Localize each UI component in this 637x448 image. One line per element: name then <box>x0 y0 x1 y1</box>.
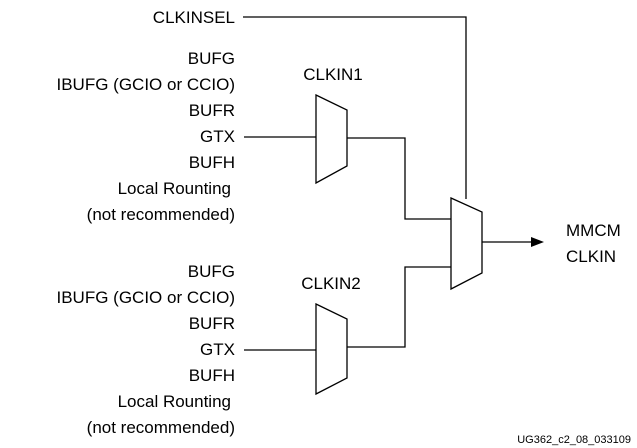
mux1-title: CLKIN1 <box>303 65 363 84</box>
mux1-source-bufg: BUFG <box>188 49 235 68</box>
mmcm-select-mux <box>450 196 483 291</box>
mux2-source-gtx: GTX <box>200 340 235 359</box>
mux2-title: CLKIN2 <box>301 274 361 293</box>
output-label-mmcm: MMCM <box>566 221 621 240</box>
clkinsel-wire <box>243 16 467 199</box>
mux1-source-local-routing: Local Rounting <box>118 179 231 198</box>
mux2-source-bufg: BUFG <box>188 262 235 281</box>
mux1-source-bufh: BUFH <box>189 153 235 172</box>
mux1-output-wire <box>347 137 451 220</box>
mux2-source-local-routing: Local Rounting <box>118 392 231 411</box>
mux2-source-ibufg: IBUFG (GCIO or CCIO) <box>57 288 236 307</box>
mux1-source-ibufg: IBUFG (GCIO or CCIO) <box>57 75 236 94</box>
clkin1-mux <box>315 93 348 185</box>
mux2-source-bufr: BUFR <box>189 314 235 333</box>
mux2-output-wire <box>347 266 451 348</box>
mux2-source-bufh: BUFH <box>189 366 235 385</box>
clkinsel-label: CLKINSEL <box>153 8 235 27</box>
mux1-source-gtx: GTX <box>200 127 235 146</box>
output-label-clkin: CLKIN <box>566 247 616 266</box>
clkin2-mux <box>315 302 348 396</box>
mux1-source-bufr: BUFR <box>189 101 235 120</box>
output-arrowhead <box>531 237 544 247</box>
figure-id: UG362_c2_08_033109 <box>517 434 631 446</box>
mux1-source-not-recommended: (not recommended) <box>87 205 235 224</box>
mux2-source-not-recommended: (not recommended) <box>87 418 235 437</box>
